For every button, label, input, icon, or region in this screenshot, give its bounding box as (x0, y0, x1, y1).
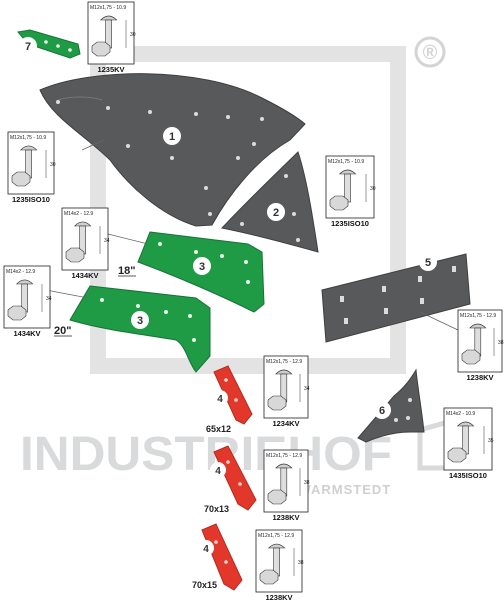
svg-text:2: 2 (273, 207, 279, 219)
bolt-length: 30 (130, 32, 136, 38)
nut-icon (267, 395, 287, 411)
nut-icon (11, 171, 31, 187)
nut-icon (259, 569, 279, 585)
bolt-spec: M14x2 - 12.9 (6, 269, 35, 275)
nut-icon (91, 41, 111, 57)
bolt-length: 38 (498, 340, 504, 346)
svg-text:6: 6 (379, 405, 385, 417)
part-7: 7 (17, 29, 81, 59)
size-label: 20" (54, 325, 71, 337)
bolt-length: 34 (46, 296, 52, 302)
svg-text:7: 7 (25, 41, 31, 53)
bolt-head-icon (73, 221, 92, 227)
size-label: 70x15 (192, 580, 217, 590)
svg-text:1: 1 (169, 131, 175, 143)
bolt-box: M14x2 - 12.9 34 1434KV (3, 265, 52, 338)
bolt-code: 1235ISO10 (331, 219, 369, 228)
nut-icon (461, 349, 481, 365)
landside-part-5: 5 (321, 253, 471, 343)
mounting-holes (56, 100, 264, 216)
shin-part-2: 2 (221, 151, 319, 253)
bolt-code: 1238KV (466, 373, 493, 382)
size-label: 18" (118, 265, 135, 277)
watermark: ® INDUSTRIEHOF SCHWARMSTEDT (20, 36, 493, 497)
svg-text:5: 5 (425, 257, 431, 269)
nut-icon (267, 489, 287, 505)
share-part-3-18in: 3 18" (107, 231, 265, 313)
bolt-box: M12x1,75 - 12.9 38 1238KV (263, 449, 310, 522)
bolt-spec: M12x1,75 - 10.9 (90, 5, 126, 11)
bolt-box: M12x1,75 - 10.9 30 1235KV (87, 1, 136, 74)
bolt-head-icon (267, 543, 286, 549)
bolt-length: 35 (488, 438, 494, 444)
bolt-code: 1434KV (13, 329, 40, 338)
bolt-box: M12x1,75 - 12.9 34 1234KV (263, 355, 310, 428)
bolt-spec: M12x1,75 - 12.9 (266, 359, 302, 365)
watermark-brand: INDUSTRIEHOF (20, 428, 392, 481)
bolt-boxes: M12x1,75 - 10.9 30 1235KV M12x1,75 - 10.9 30… (3, 1, 504, 600)
bolt-code: 1235KV (97, 65, 124, 74)
svg-text:4: 4 (217, 394, 223, 405)
point-part-4-70x13: 4 70x13 (204, 445, 257, 514)
bolt-box: M14x2 - 12.9 34 1434KV (61, 207, 110, 280)
size-label: 65x12 (206, 424, 231, 434)
bolt-spec: M14x2 - 12.9 (64, 211, 93, 217)
bolt-length: 38 (304, 480, 310, 486)
bolt-spec: M12x1,75 - 12.9 (258, 533, 294, 539)
moldboard-part-1: 1 (39, 73, 306, 227)
heel-part-6: 6 (357, 368, 425, 443)
bolt-head-icon (469, 323, 487, 329)
point-part-4-70x15: 4 70x15 (192, 523, 243, 591)
bolt-head-icon (275, 463, 293, 469)
bolt-head-icon (275, 369, 293, 375)
bolt-head-icon (338, 169, 357, 175)
size-label: 70x13 (204, 504, 229, 514)
bolt-head-icon (19, 145, 38, 151)
bolt-length: 34 (104, 238, 110, 244)
svg-text:3: 3 (137, 315, 143, 327)
part-callout (163, 127, 181, 145)
nut-icon (447, 447, 467, 463)
bolt-box: M12x1,75 - 12.9 38 1238KV (457, 309, 504, 382)
nut-icon (65, 247, 85, 263)
bolt-length: 30 (50, 162, 56, 168)
bolt-length: 34 (304, 386, 310, 392)
bolt-box: M12x1,75 - 12.9 38 1238KV (255, 529, 304, 600)
bolt-code: 1434KV (71, 271, 98, 280)
bolt-spec: M12x1,75 - 10.9 (10, 135, 46, 141)
bolt-code: 1238KV (265, 593, 292, 600)
bolt-code: 1235ISO10 (12, 195, 50, 204)
bolt-spec: M12x1,75 - 10.9 (328, 159, 364, 165)
bolt-length: 38 (298, 560, 304, 566)
svg-text:4: 4 (203, 544, 209, 555)
registered-circle (414, 36, 446, 68)
bolt-code: 1238KV (272, 513, 299, 522)
bolt-box: M12x1,75 - 10.9 30 1235ISO10 (325, 155, 376, 228)
bolt-code: 1234KV (272, 419, 299, 428)
bolt-code: 1435ISO10 (449, 471, 487, 480)
bolt-head-icon (456, 421, 475, 427)
registered-mark: ® (423, 42, 438, 64)
nut-icon (7, 305, 27, 321)
svg-text:3: 3 (199, 261, 205, 273)
svg-text:4: 4 (215, 466, 221, 477)
bolt-spec: M14x2 - 10.9 (446, 411, 475, 417)
nut-icon (329, 195, 349, 211)
bolt-length: 30 (370, 186, 376, 192)
bolt-box: M14x2 - 10.9 35 1435ISO10 (443, 407, 494, 480)
bolt-spec: M12x1,75 - 12.9 (266, 453, 302, 459)
bolt-box: M12x1,75 - 10.9 30 1235ISO10 (7, 131, 56, 204)
bolt-spec: M12x1,75 - 12.9 (460, 313, 496, 319)
bolt-head-icon (99, 15, 118, 21)
point-part-4-65x12: 4 65x12 (206, 365, 253, 434)
share-part-3-20in: 3 20" (45, 285, 211, 373)
bolt-head-icon (15, 279, 34, 285)
